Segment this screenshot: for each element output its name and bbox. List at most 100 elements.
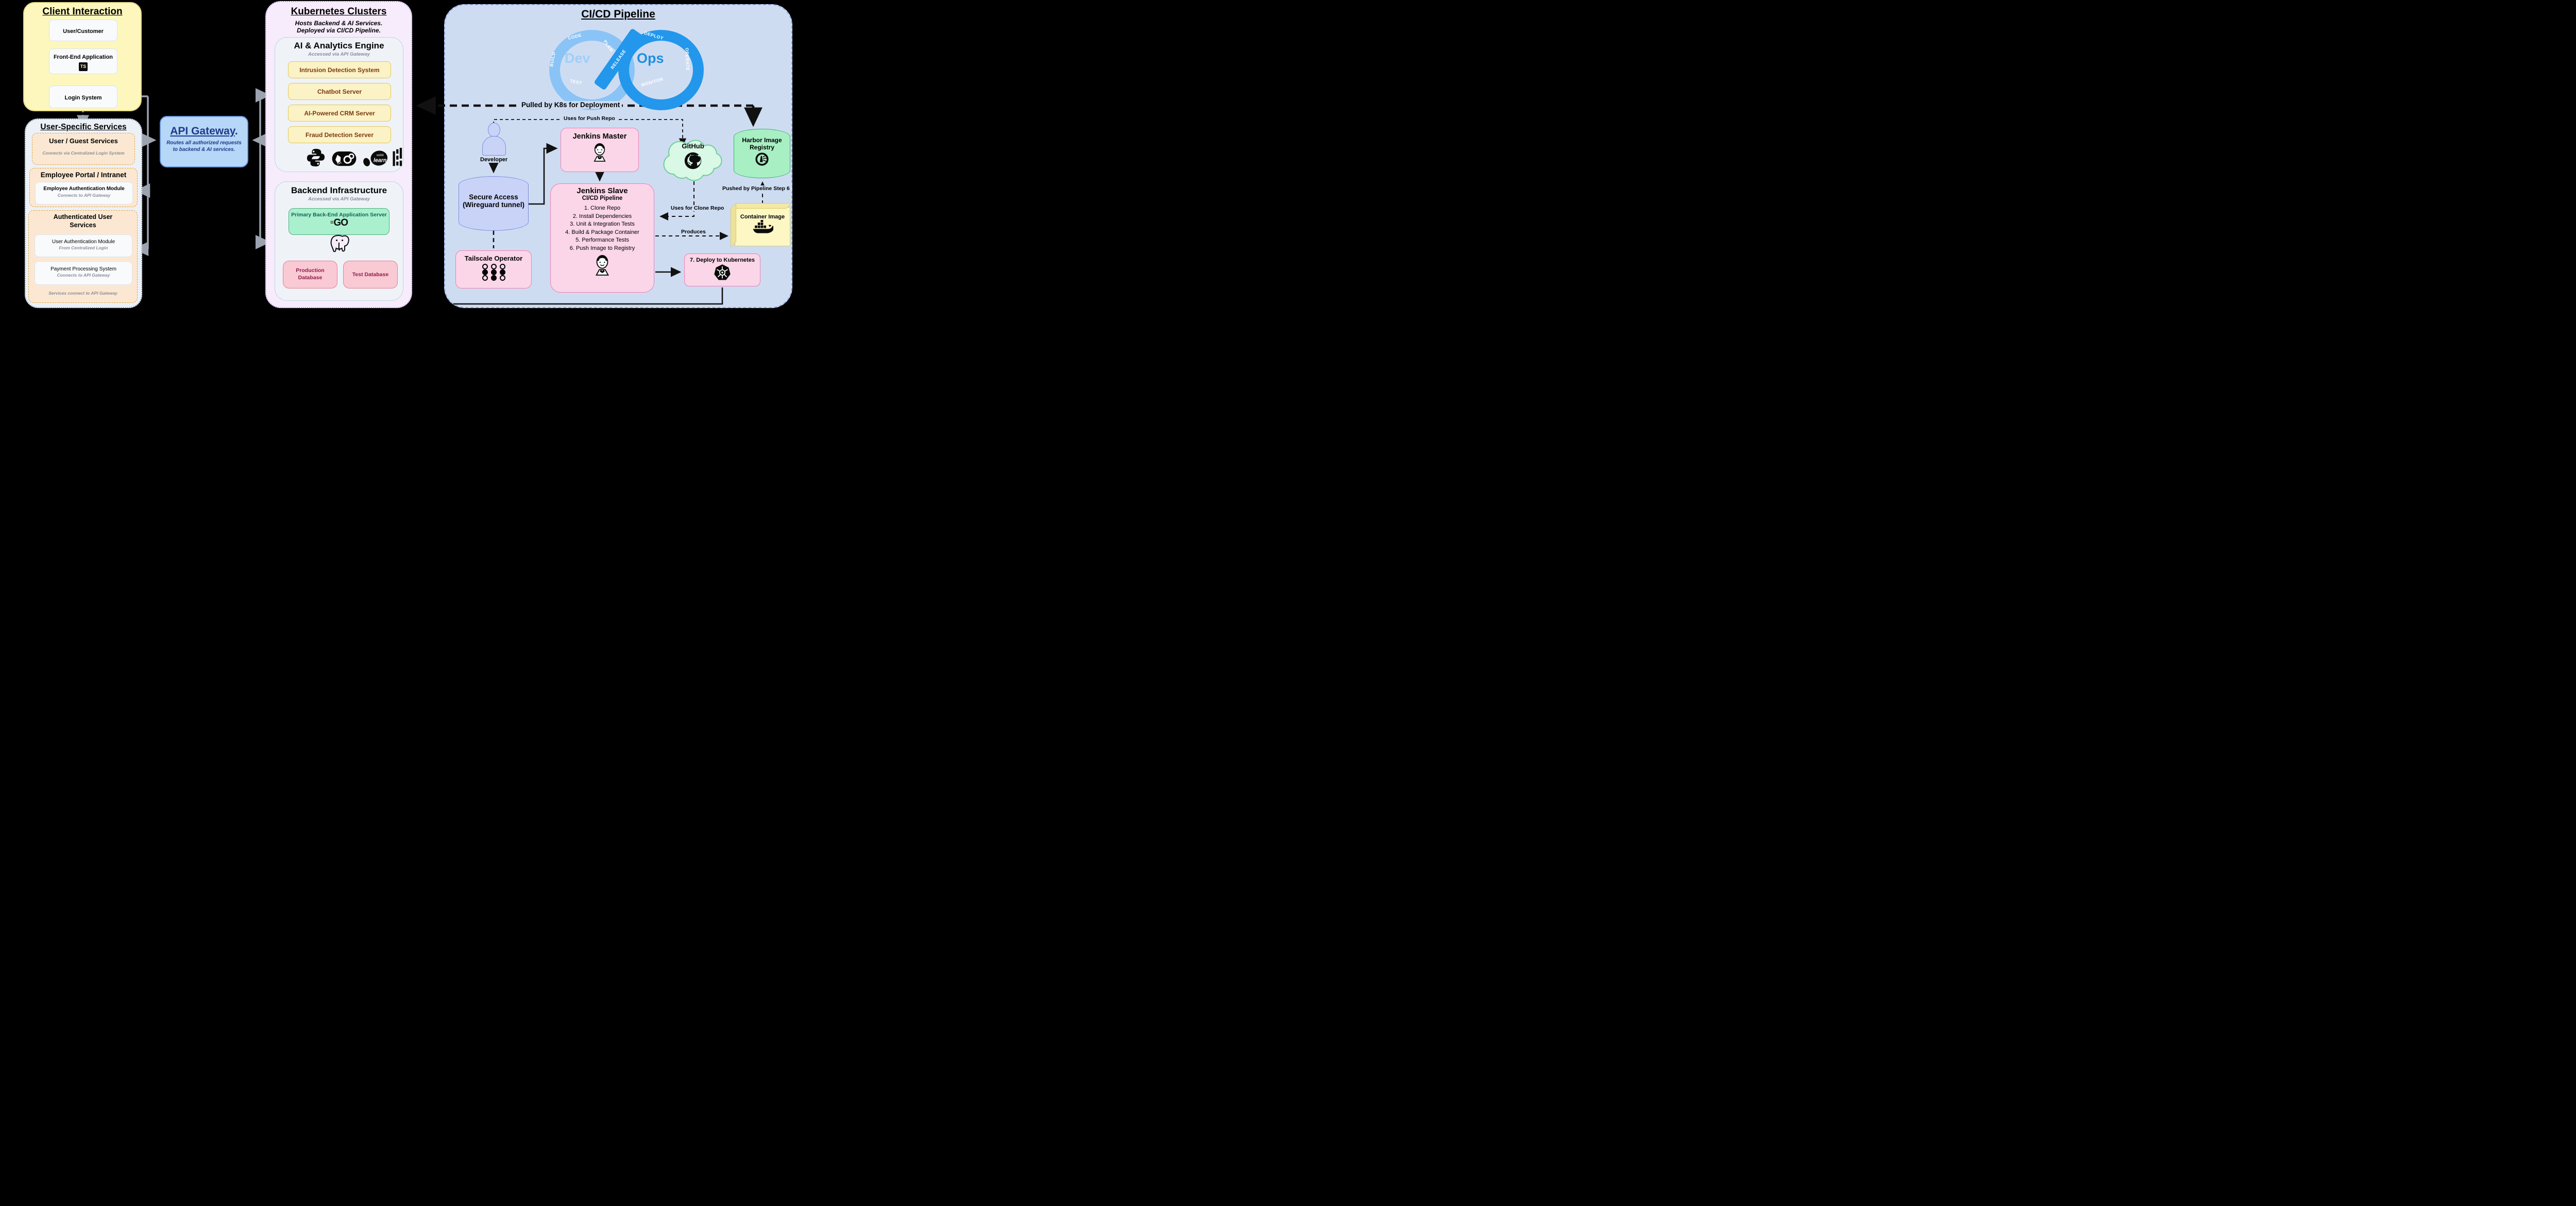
- scikit-learn-icon: scikit learn: [363, 150, 388, 166]
- production-database-box: Production Database: [283, 261, 337, 288]
- authenticated-footer-note: Services connect to API Gateway: [48, 291, 117, 296]
- api-gateway-box: API Gateway. Routes all authorized reque…: [160, 116, 248, 167]
- tailscale-operator-title: Tailscale Operator: [464, 254, 523, 262]
- primary-backend-server-box: Primary Back-End Application Server ≡GO: [289, 208, 389, 235]
- postgresql-elephant-icon: [330, 234, 349, 252]
- pulled-by-k8s-label: Pulled by K8s for Deployment: [519, 101, 622, 109]
- user-guest-services-subtitle: Connects via Centralized Login System: [42, 150, 125, 156]
- jenkins-master-box: Jenkins Master: [561, 128, 639, 172]
- docker-whale-icon: [753, 219, 775, 233]
- ai-analytics-engine-title: AI & Analytics Engine: [294, 41, 384, 50]
- kubernetes-clusters-title: Kubernetes Clusters: [291, 6, 387, 17]
- service-intrusion-detection: Intrusion Detection System: [288, 61, 391, 78]
- developer-label: Developer: [478, 157, 509, 163]
- deploy-to-kubernetes-label: 7. Deploy to Kubernetes: [690, 257, 755, 263]
- employee-portal-box: Employee Portal / Intranet Employee Auth…: [29, 168, 138, 207]
- jenkins-slave-title: Jenkins Slave: [577, 186, 628, 195]
- ai-analytics-engine-panel: AI & Analytics Engine Accessed via API G…: [275, 37, 403, 172]
- tailscale-operator-box: Tailscale Operator: [455, 250, 532, 288]
- api-gateway-subtitle: Routes all authorized requests to backen…: [166, 140, 242, 152]
- produces-label: Produces: [679, 229, 708, 235]
- langchain-icon: [332, 151, 357, 166]
- payment-processing-subtitle: Connects to API Gateway: [57, 273, 110, 278]
- node-login-system: Login System: [49, 86, 117, 108]
- github-label: GitHub: [682, 142, 704, 150]
- backend-infrastructure-subtitle: Accessed via API Gateway: [308, 196, 370, 202]
- secure-access-line2: (Wireguard tunnel): [463, 201, 524, 209]
- developer-figure: [479, 123, 508, 157]
- payment-processing-title: Payment Processing System: [50, 266, 116, 272]
- container-image-box: Container Image: [735, 207, 790, 246]
- deploy-to-kubernetes-box: 7. Deploy to Kubernetes: [684, 253, 760, 286]
- node-user-customer-label: User/Customer: [63, 28, 104, 35]
- secure-access-cylinder: Secure Access (Wireguard tunnel): [459, 176, 529, 231]
- jenkins-slave-subtitle: CI/CD Pipeline: [582, 195, 623, 201]
- kubernetes-wheel-icon: [714, 264, 731, 280]
- dev-label: Dev: [565, 50, 590, 66]
- architecture-diagram: Client Interaction User/Customer Front-E…: [0, 0, 808, 358]
- harbor-registry-line2: Registry: [749, 144, 775, 151]
- jenkins-slave-steps: 1. Clone Repo 2. Install Dependencies 3.…: [551, 205, 654, 252]
- golang-icon: ≡GO: [330, 217, 348, 228]
- backend-infrastructure-title: Backend Infrastructure: [291, 185, 387, 195]
- pipeline-step: 5. Performance Tests: [575, 237, 629, 243]
- pipeline-step: 4. Build & Package Container: [565, 229, 639, 235]
- primary-backend-server-title: Primary Back-End Application Server: [291, 212, 387, 218]
- developer-body-icon: [482, 136, 506, 156]
- segment-operate: OPERATE: [684, 47, 691, 71]
- employee-auth-module-subtitle: Connects to API Gateway: [57, 193, 111, 198]
- jenkins-master-title: Jenkins Master: [572, 132, 627, 141]
- secure-access-line1: Secure Access: [469, 193, 518, 201]
- node-user-customer: User/Customer: [49, 20, 117, 41]
- typescript-icon: TS: [79, 62, 88, 71]
- developer-head-icon: [488, 123, 500, 137]
- jenkins-slave-box: Jenkins Slave CI/CD Pipeline 1. Clone Re…: [550, 183, 654, 293]
- user-auth-module-subtitle: From Centralized Login: [59, 245, 108, 250]
- employee-portal-title: Employee Portal / Intranet: [40, 171, 127, 179]
- service-ai-crm-server: AI-Powered CRM Server: [288, 105, 391, 122]
- harbor-lighthouse-icon: [755, 152, 769, 166]
- pipeline-step: 2. Install Dependencies: [572, 213, 632, 219]
- node-login-system-label: Login System: [64, 95, 102, 101]
- github-octocat-icon: [684, 152, 702, 169]
- pushed-by-pipeline-label: Pushed by Pipeline Step 6: [720, 185, 792, 192]
- ai-analytics-engine-subtitle: Accessed via API Gateway: [308, 52, 370, 57]
- pipeline-step: 1. Clone Repo: [584, 205, 621, 211]
- client-interaction-title: Client Interaction: [42, 6, 123, 17]
- user-guest-services-title: User / Guest Services: [49, 137, 118, 145]
- user-guest-services-box: User / Guest Services Connects via Centr…: [32, 133, 135, 165]
- harbor-registry-cylinder: Harbor Image Registry: [734, 129, 790, 178]
- pipeline-step: 6. Push Image to Registry: [569, 245, 635, 251]
- uses-for-clone-repo-label: Uses for Clone Repo: [669, 205, 726, 211]
- node-front-end-app-label: Front-End Application: [53, 54, 113, 60]
- python-icon: [307, 148, 325, 167]
- bars-icon: [393, 147, 402, 166]
- github-cloud: GitHub: [659, 127, 726, 182]
- service-chatbot-server: Chatbot Server: [288, 83, 391, 100]
- tailscale-icon: [456, 264, 531, 281]
- test-database-box: Test Database: [343, 261, 398, 288]
- payment-processing-box: Payment Processing System Connects to AP…: [35, 261, 132, 285]
- user-auth-module-title: User Authentication Module: [52, 239, 115, 245]
- pipeline-step: 3. Unit & Integration Tests: [570, 221, 635, 227]
- uses-for-push-repo-label: Uses for Push Repo: [562, 115, 617, 122]
- cicd-pipeline-title: CI/CD Pipeline: [581, 8, 655, 20]
- kubernetes-clusters-subtitle1: Hosts Backend & AI Services.: [295, 20, 383, 27]
- devops-infinity-graphic: RELEASE CODE PLAN BUILD TEST DEPLOY OPER…: [536, 26, 704, 110]
- authenticated-user-services-title: Authenticated User Services: [53, 213, 113, 229]
- jenkins-butler-icon: [595, 254, 609, 276]
- user-specific-services-title: User-Specific Services: [40, 123, 127, 131]
- jenkins-butler-icon: [594, 143, 606, 162]
- kubernetes-clusters-subtitle2: Deployed via CI/CD Pipeline.: [297, 27, 381, 34]
- authenticated-user-services-box: Authenticated User Services User Authent…: [28, 210, 138, 303]
- service-fraud-detection: Fraud Detection Server: [288, 126, 391, 143]
- svg-text:learn: learn: [374, 158, 387, 164]
- employee-auth-module-title: Employee Authentication Module: [43, 186, 125, 192]
- node-front-end-app: Front-End Application TS: [49, 48, 117, 74]
- ops-label: Ops: [637, 50, 664, 66]
- svg-text:scikit: scikit: [377, 154, 384, 157]
- employee-auth-module: Employee Authentication Module Connects …: [35, 182, 133, 205]
- container-image-label: Container Image: [740, 214, 785, 220]
- harbor-registry-line1: Harbor Image: [742, 137, 782, 144]
- user-auth-module: User Authentication Module From Centrali…: [35, 234, 132, 257]
